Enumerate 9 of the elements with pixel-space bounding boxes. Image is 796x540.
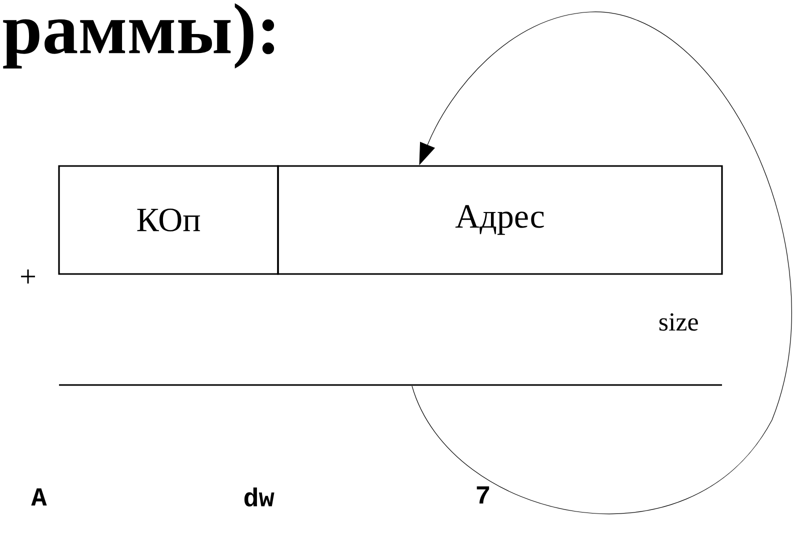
code-text: 7 xyxy=(476,486,490,504)
curved-arrow xyxy=(412,12,792,514)
field-box: КОп xyxy=(58,165,279,275)
code-text: dw xyxy=(244,487,274,507)
size-label: size xyxy=(659,313,698,331)
code-text: A xyxy=(31,488,47,506)
heading: раммы): xyxy=(3,3,274,68)
field-box: Адрес xyxy=(277,165,723,275)
plus-sign: + xyxy=(21,270,35,284)
